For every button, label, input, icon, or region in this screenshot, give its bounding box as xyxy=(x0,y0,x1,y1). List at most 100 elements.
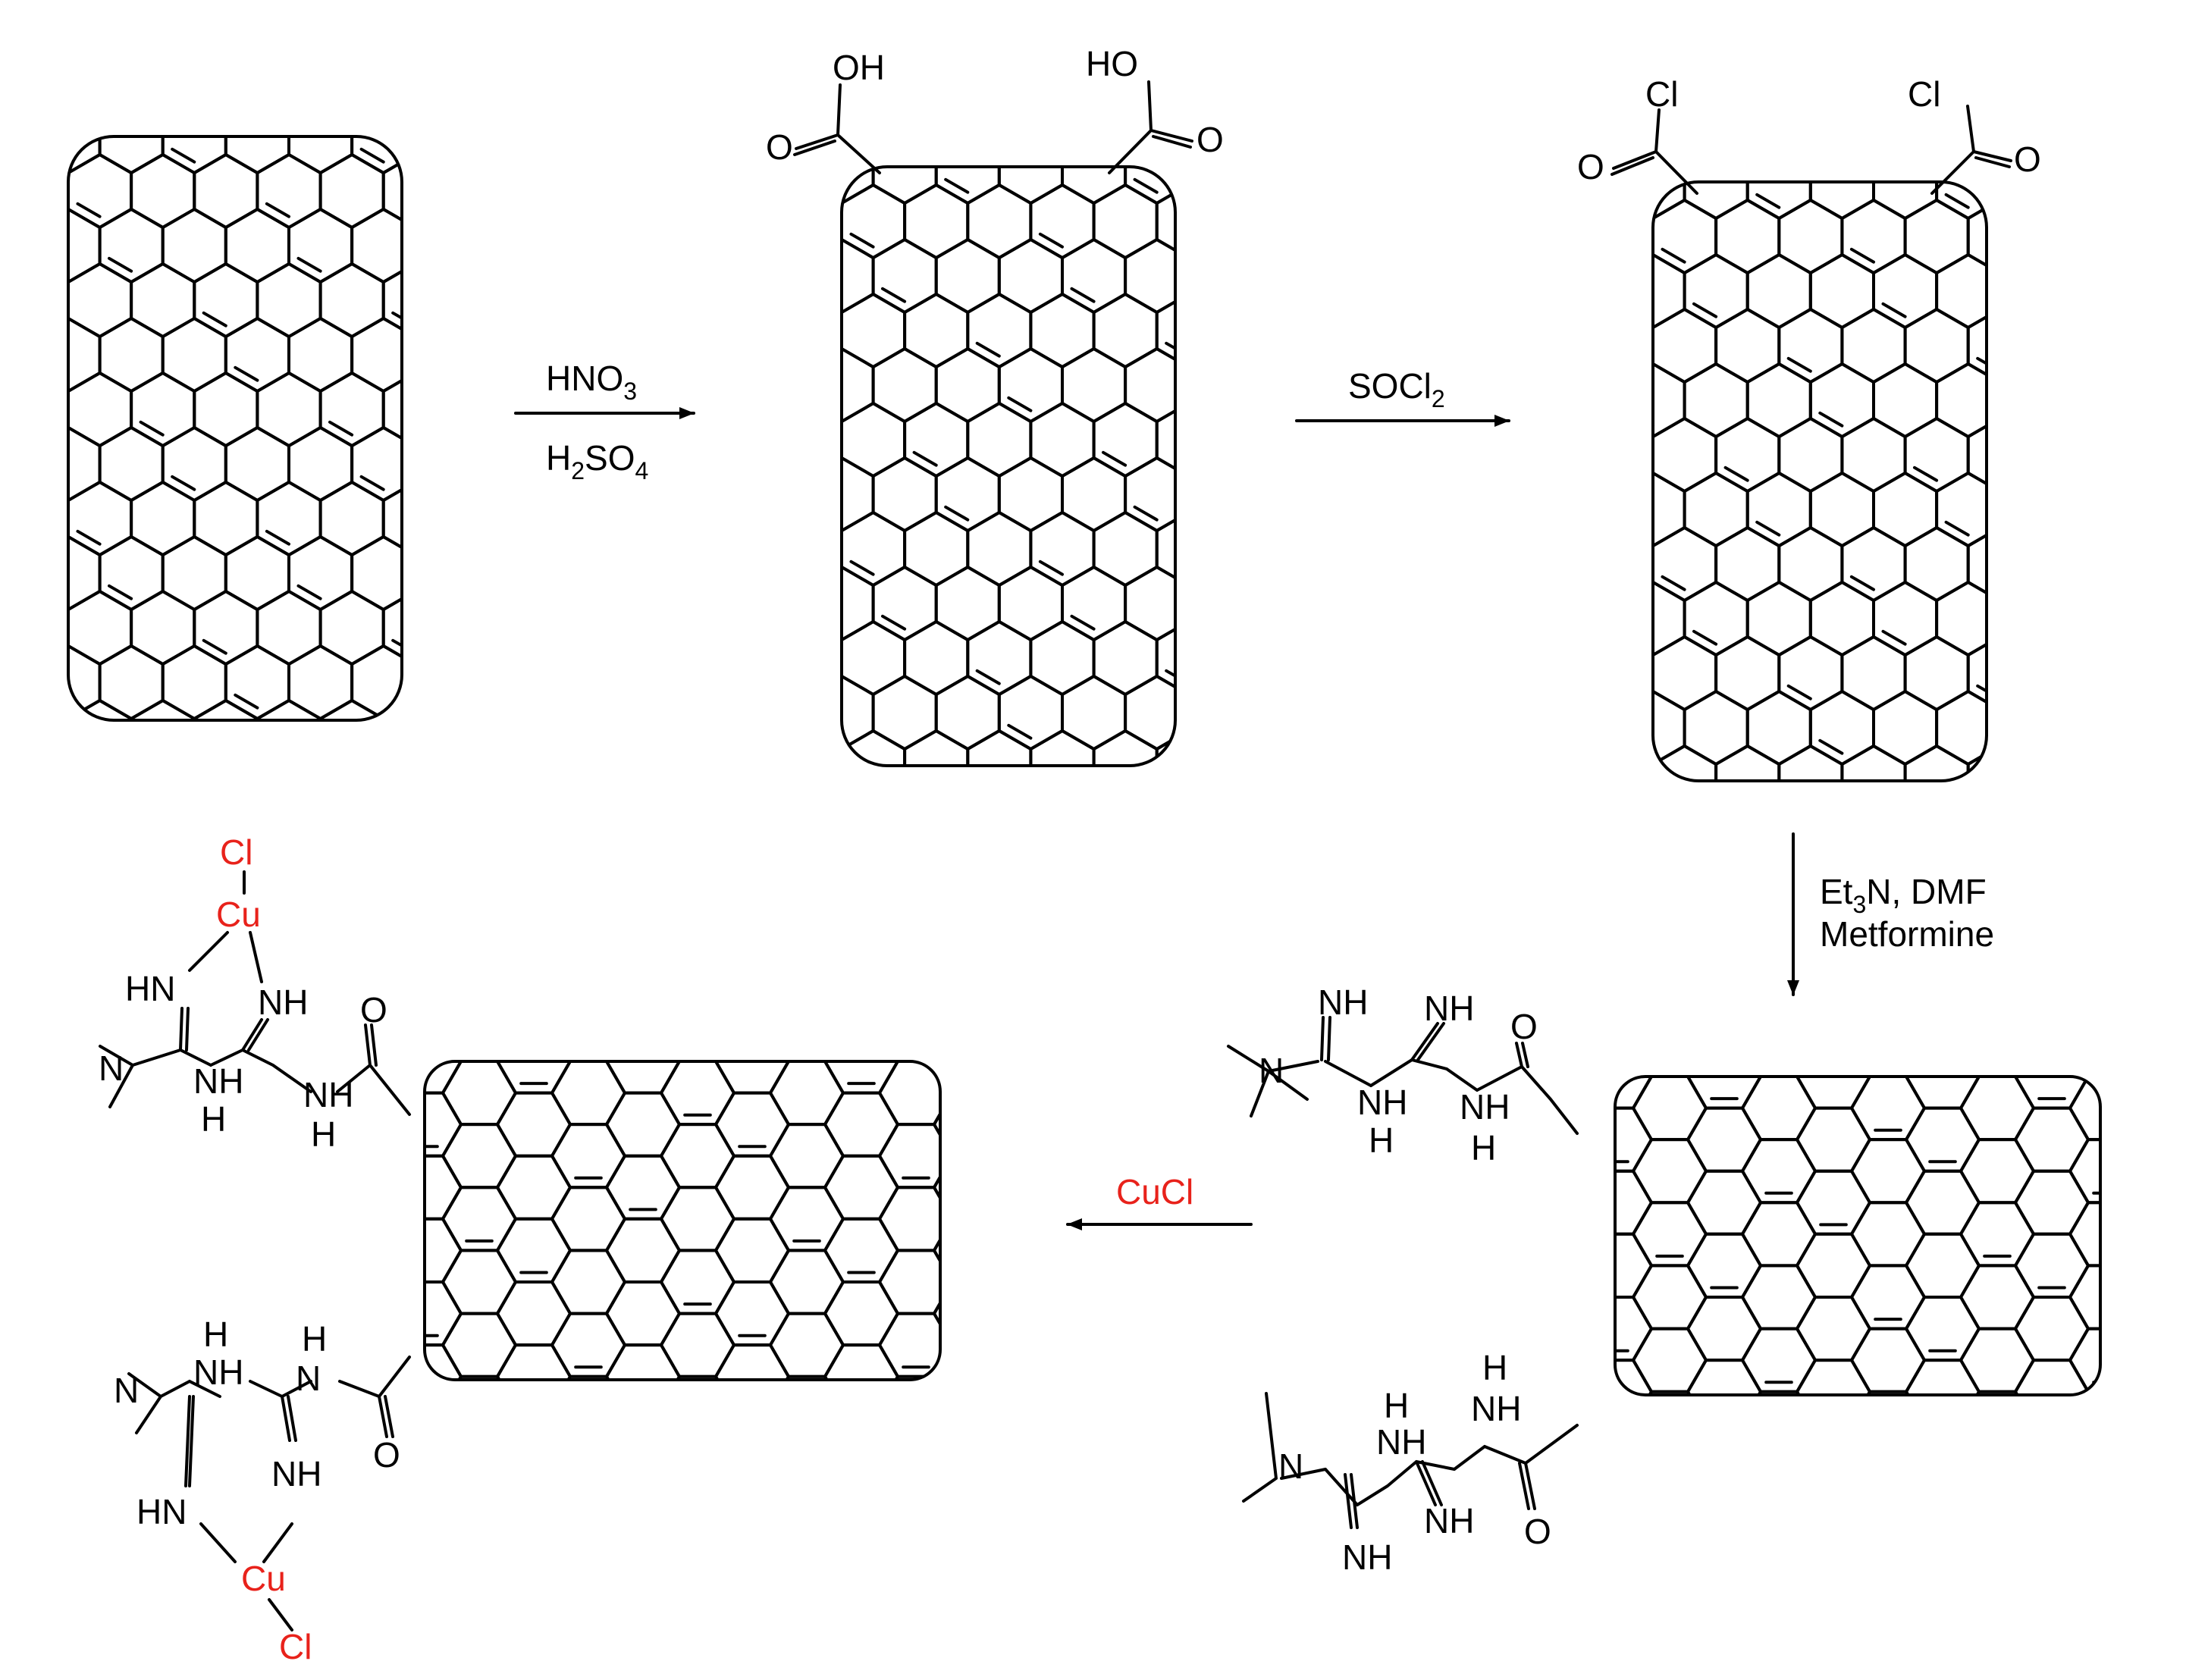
carbon-ring xyxy=(1524,1077,1597,1139)
carbon-ring xyxy=(2014,1296,2090,1362)
carbon-ring xyxy=(661,1440,734,1503)
double-bond xyxy=(1755,520,1781,537)
carbon-ring xyxy=(2015,982,2088,1045)
svg-text:N: N xyxy=(99,1048,124,1088)
carbon-ring xyxy=(747,458,810,531)
double-bond xyxy=(1786,356,1812,373)
carbon-ring xyxy=(381,590,402,666)
double-bond xyxy=(1070,287,1096,303)
carbon-ring xyxy=(441,1061,517,1127)
double-bond xyxy=(330,750,352,763)
double-bond xyxy=(391,311,402,328)
carbon-ring xyxy=(660,1374,735,1380)
double-bond xyxy=(944,505,970,522)
carbon-ring xyxy=(605,1280,681,1347)
carbon-ring xyxy=(2068,1264,2100,1331)
double-bond xyxy=(1653,738,1654,755)
carbon-ring xyxy=(441,1374,517,1380)
carbon-ring xyxy=(1797,1423,1870,1486)
carbon-ring xyxy=(714,1343,790,1380)
svg-text:NH: NH xyxy=(1424,989,1474,1028)
carbon-ring xyxy=(842,620,843,696)
carbon-ring xyxy=(966,183,1033,259)
double-bond xyxy=(139,420,165,437)
double-bond xyxy=(1229,234,1251,247)
carbon-ring xyxy=(256,371,322,447)
carbon-ring xyxy=(1061,347,1127,423)
double-bond xyxy=(1849,575,1875,591)
double-bond xyxy=(1723,465,1749,482)
carbon-ring xyxy=(1092,511,1159,587)
carbon-ring xyxy=(1653,744,1654,781)
carbon-ring xyxy=(1124,675,1175,751)
svg-text:O: O xyxy=(360,990,387,1030)
carbon-ring xyxy=(447,482,510,555)
double-bond xyxy=(842,396,843,412)
carbon-ring xyxy=(2031,637,2094,710)
carbon-ring xyxy=(130,262,196,338)
copper-complex-bottom: H N NH H N NH HN O Cu Cl xyxy=(114,1315,411,1666)
double-bond xyxy=(757,180,779,193)
carbon-ring xyxy=(447,45,510,118)
double-bond xyxy=(234,365,259,382)
carbon-ring xyxy=(871,347,938,423)
carbon-ring xyxy=(2031,746,2094,819)
double-bond xyxy=(881,287,907,303)
carbon-ring xyxy=(2031,418,2094,491)
carbon-ring xyxy=(1999,691,2062,764)
carbon-ring xyxy=(443,1440,516,1503)
carbon-ring xyxy=(997,566,1064,641)
carbon-ring xyxy=(447,591,510,664)
double-bond xyxy=(1786,684,1812,701)
carbon-ring xyxy=(1524,1392,1597,1455)
carbon-ring xyxy=(934,1408,1007,1471)
carbon-ring xyxy=(68,699,70,720)
double-bond xyxy=(0,477,5,490)
carbon-ring xyxy=(1959,1264,2035,1331)
double-bond xyxy=(202,638,227,655)
carbon-ring xyxy=(381,371,402,447)
carbon-ring xyxy=(447,373,510,446)
carbon-ring xyxy=(1999,473,2062,546)
carbon-ring xyxy=(1633,1455,1706,1518)
carbon-ring xyxy=(287,644,354,720)
svg-text:O: O xyxy=(1524,1512,1551,1551)
carbon-ring xyxy=(425,1343,463,1380)
carbon-ring xyxy=(68,136,102,174)
carbon-ring xyxy=(878,1061,940,1063)
carbon-ring xyxy=(1092,293,1159,368)
carbon-ring xyxy=(660,1312,735,1378)
carbon-ring xyxy=(1558,473,1621,546)
carbon-ring xyxy=(966,511,1033,587)
carbon-ring xyxy=(1653,635,1718,711)
carbon-ring xyxy=(770,1440,843,1503)
carbon-ring xyxy=(1966,635,1987,711)
carbon-ring xyxy=(350,644,402,720)
carbon-ring xyxy=(1092,620,1159,696)
carbon-ring xyxy=(1961,1455,2034,1518)
reagent-thionyl-chloride: SOCl2 xyxy=(1348,366,1445,412)
double-bond xyxy=(1038,232,1064,249)
double-bond xyxy=(1103,125,1125,138)
carbon-ring xyxy=(497,967,570,1030)
carbon-ring xyxy=(1906,1423,1979,1486)
double-bond xyxy=(425,368,447,381)
carbon-ring xyxy=(1779,91,1842,164)
carbon-ring xyxy=(193,481,259,556)
reagent-triethylamine-dmf: Et3N, DMF xyxy=(1820,872,1987,918)
double-bond xyxy=(1692,302,1718,318)
svg-text:H: H xyxy=(311,1114,336,1154)
carbon-ring xyxy=(842,183,843,259)
carbon-ring xyxy=(660,1061,735,1063)
svg-text:N: N xyxy=(296,1359,321,1398)
carbon-ring xyxy=(933,1091,940,1158)
svg-text:H: H xyxy=(1471,1128,1496,1168)
carbon-ring xyxy=(2068,1077,2100,1078)
carbon-ring xyxy=(905,76,968,149)
reagent-metformine: Metformine xyxy=(1820,914,1994,954)
carbon-ring xyxy=(224,208,290,284)
carbon-ring xyxy=(334,1124,406,1187)
double-bond xyxy=(108,256,133,273)
carbon-ring xyxy=(161,208,227,284)
carbon-ring xyxy=(321,45,384,118)
